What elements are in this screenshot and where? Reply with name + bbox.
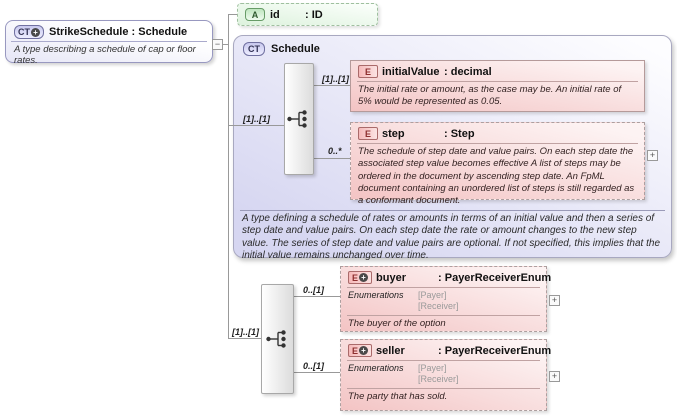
enumeration-value: [Payer]	[418, 290, 447, 300]
schedule-description: A type defining a schedule of rates or a…	[242, 213, 661, 262]
element-title-row: E+ buyer : PayerReceiverEnum	[341, 267, 551, 286]
trunk-line	[228, 14, 229, 338]
root-title-row: CT+ StrikeSchedule : Schedule	[6, 21, 212, 41]
plus-icon: +	[31, 27, 40, 37]
element-badge: E+	[348, 344, 373, 357]
element-title-row: E+ seller : PayerReceiverEnum	[341, 340, 551, 359]
root-type-box[interactable]: CT+ StrikeSchedule : Schedule A type des…	[5, 20, 213, 66]
minus-icon: −	[214, 39, 221, 49]
element-name: initialValue	[382, 65, 440, 78]
divider	[357, 143, 638, 144]
badge-text: E	[352, 272, 359, 283]
attribute-name: id	[270, 8, 280, 21]
element-box-initialvalue[interactable]: E initialValue : decimal The initial rat…	[350, 60, 645, 112]
element-type: : Step	[444, 127, 475, 140]
collapse-handle[interactable]: −	[212, 39, 223, 50]
initialvalue-branch-line	[313, 85, 351, 86]
cardinality-label-content-model: [1]..[1]	[232, 327, 259, 337]
enumeration-value: [Payer]	[418, 363, 447, 373]
plus-icon: +	[649, 150, 656, 160]
attribute-badge: A	[245, 8, 265, 21]
element-type: : decimal	[444, 65, 492, 78]
content-model-branch-line	[228, 338, 262, 339]
expand-handle-buyer[interactable]: +	[549, 295, 560, 306]
cardinality-label-initialvalue: [1]..[1]	[322, 74, 349, 84]
enumerations-label: Enumerations	[348, 290, 404, 300]
enumeration-value: [Receiver]	[418, 374, 459, 384]
schedule-title: Schedule	[271, 43, 320, 55]
plus-icon: +	[551, 295, 558, 305]
schedule-branch-line	[228, 125, 285, 126]
plus-icon: +	[359, 346, 369, 355]
badge-text: E	[352, 345, 359, 356]
plus-icon: +	[359, 273, 369, 282]
enumeration-values: [Payer][Receiver]	[418, 290, 459, 312]
enumerations-label: Enumerations	[348, 363, 404, 373]
element-name: buyer	[376, 271, 406, 284]
cardinality-label-buyer: 0..[1]	[303, 285, 325, 295]
divider	[347, 287, 540, 288]
divider	[347, 388, 540, 389]
element-title-row: E step : Step	[351, 123, 644, 142]
element-title-row: E initialValue : decimal	[351, 61, 644, 80]
root-description: A type describing a schedule of cap or f…	[11, 41, 207, 66]
element-badge: E	[358, 127, 378, 140]
complex-type-badge: CT	[243, 42, 265, 56]
element-box-buyer[interactable]: E+ buyer : PayerReceiverEnum Enumeration…	[340, 266, 551, 332]
buyer-branch-line	[293, 296, 340, 297]
element-box-step[interactable]: E step : Step The schedule of step date …	[350, 122, 645, 206]
attribute-type: : ID	[305, 8, 323, 21]
step-branch-line	[313, 158, 351, 159]
cardinality-label-schedule: [1]..[1]	[243, 114, 270, 124]
id-attribute-box[interactable]: A id : ID	[237, 3, 378, 26]
sequence-connector-content[interactable]	[261, 284, 294, 394]
sequence-icon	[265, 330, 286, 348]
element-description: The buyer of the option	[348, 318, 446, 329]
element-type: : PayerReceiverEnum	[438, 344, 552, 357]
element-description: The party that has sold.	[348, 391, 448, 402]
element-name: step	[382, 127, 405, 140]
plus-icon: +	[551, 371, 558, 381]
element-description: The schedule of step date and value pair…	[358, 146, 635, 207]
element-badge: E+	[348, 271, 373, 284]
root-title: StrikeSchedule : Schedule	[49, 26, 188, 38]
element-type: : PayerReceiverEnum	[438, 271, 552, 284]
id-branch-line	[228, 14, 238, 15]
seller-branch-line	[293, 372, 340, 373]
cardinality-label-step: 0..*	[328, 146, 342, 156]
schedule-header: CT Schedule	[234, 36, 671, 62]
cardinality-label-seller: 0..[1]	[303, 361, 325, 371]
complex-type-badge: CT+	[14, 25, 44, 39]
schedule-description-divider	[240, 210, 665, 211]
enumerations-row: Enumerations [Payer][Receiver]	[347, 362, 540, 387]
element-name: seller	[376, 344, 405, 357]
sequence-icon	[287, 110, 307, 128]
badge-text: CT	[18, 27, 30, 37]
enumeration-value: [Receiver]	[418, 301, 459, 311]
sequence-connector-schedule[interactable]	[284, 63, 314, 175]
element-box-seller[interactable]: E+ seller : PayerReceiverEnum Enumeratio…	[340, 339, 551, 411]
element-badge: E	[358, 65, 378, 78]
enumeration-values: [Payer][Receiver]	[418, 363, 459, 385]
divider	[357, 81, 638, 82]
divider	[347, 360, 540, 361]
enumerations-row: Enumerations [Payer][Receiver]	[347, 289, 540, 314]
expand-handle-step[interactable]: +	[647, 150, 658, 161]
divider	[347, 315, 540, 316]
expand-handle-seller[interactable]: +	[549, 371, 560, 382]
element-description: The initial rate or amount, as the case …	[358, 84, 622, 108]
